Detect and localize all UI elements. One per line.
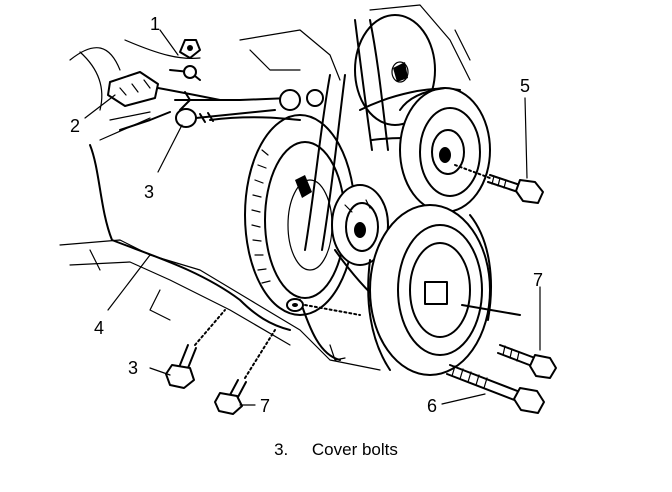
- caption-text: Cover bolts: [311, 440, 398, 459]
- bolt-7-right: [497, 344, 557, 379]
- callout-4: 4: [94, 318, 104, 338]
- callout-6: 6: [427, 396, 437, 416]
- bolt-5: [454, 164, 544, 204]
- callout-3-lower: 3: [128, 358, 138, 378]
- callout-2: 2: [70, 116, 80, 136]
- drive-belt: [304, 19, 471, 331]
- callout-7-lower: 7: [260, 396, 270, 416]
- callout-5: 5: [520, 76, 530, 96]
- bolt-6: [446, 304, 545, 414]
- bolt-7-lower: [214, 329, 276, 415]
- callout-1: 1: [150, 14, 160, 34]
- figure-caption: 3. Cover bolts: [0, 440, 672, 460]
- callout-3-upper: 3: [144, 182, 154, 202]
- bolt-3-lower: [165, 309, 226, 389]
- crank-sensor: [175, 108, 276, 128]
- sensor-assembly: [107, 39, 324, 111]
- upper-gear: [354, 14, 436, 126]
- callout-7-right: 7: [533, 270, 543, 290]
- idler-pulley: [399, 87, 491, 213]
- tensioner-pulley: [331, 184, 389, 266]
- leader-lines: [84, 29, 541, 406]
- engine-block: [59, 4, 471, 371]
- caption-number: 3.: [274, 440, 289, 459]
- power-steering-pulley: [367, 204, 492, 376]
- cover-washer: [286, 298, 361, 316]
